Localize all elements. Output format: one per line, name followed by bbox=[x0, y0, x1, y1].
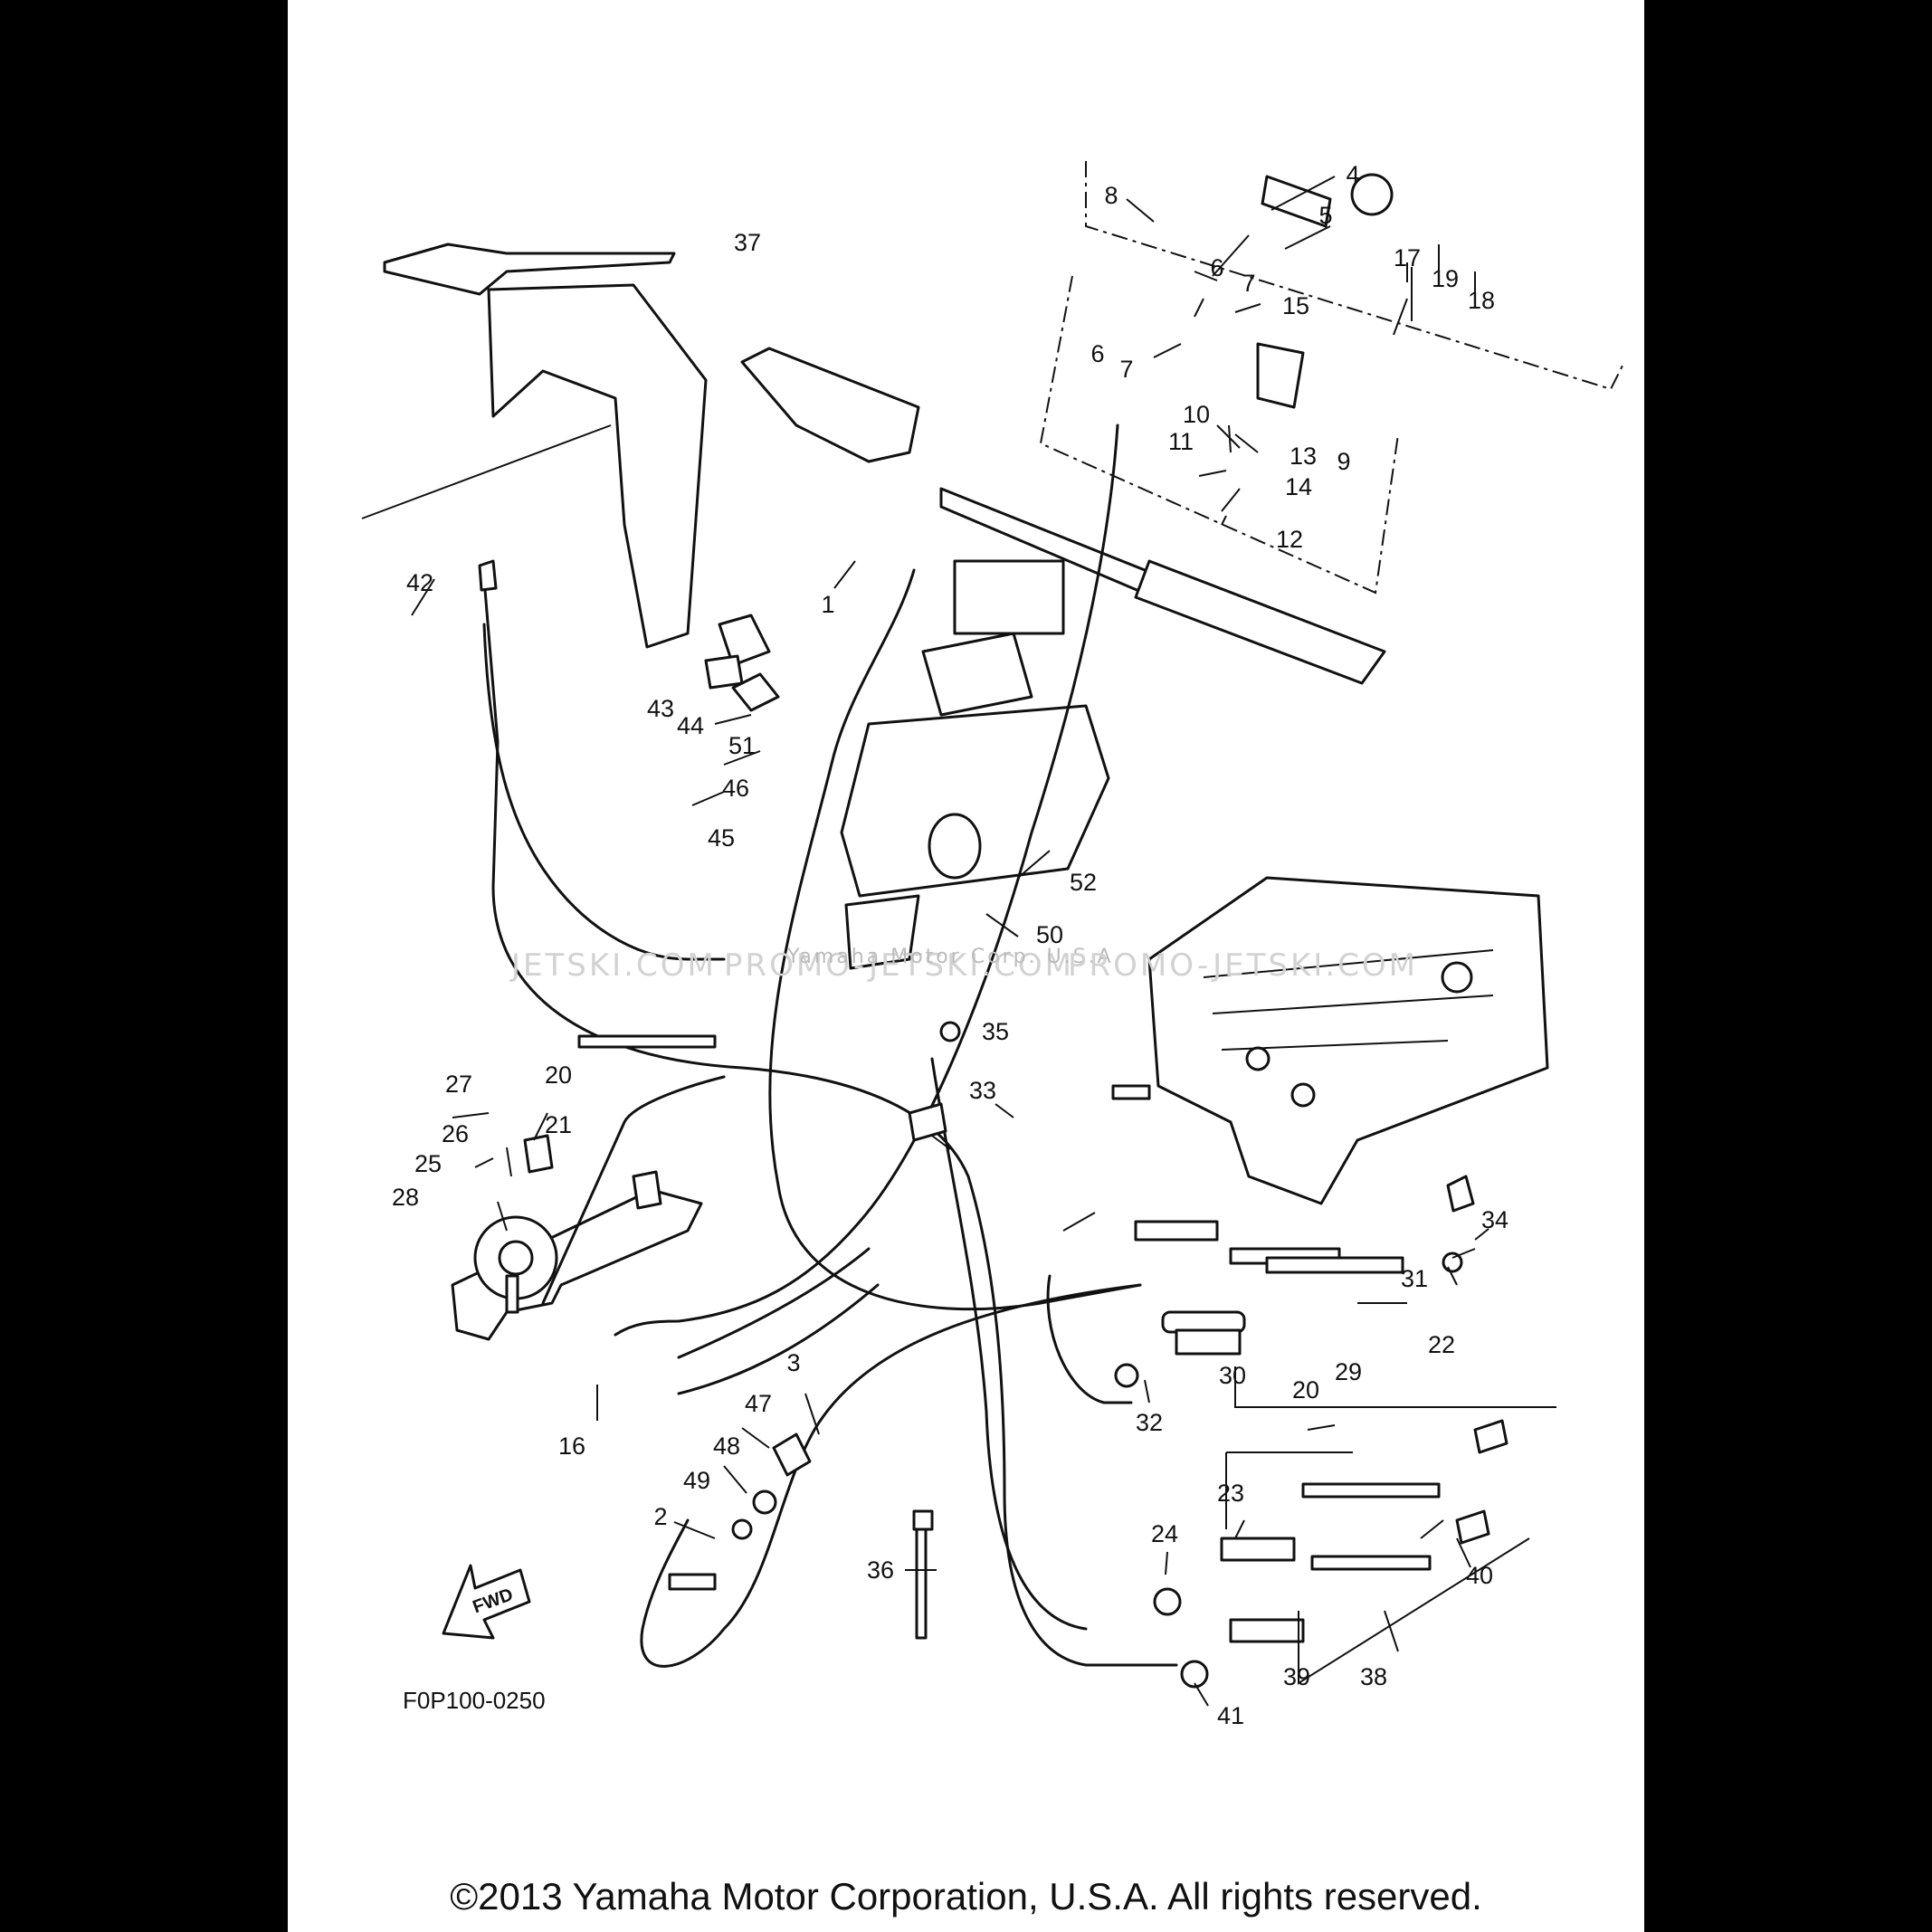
callout-51: 51 bbox=[728, 732, 756, 759]
group-brackets bbox=[361, 161, 1625, 1685]
callout-45: 45 bbox=[708, 824, 735, 852]
watermark-1: JETSKI.COM bbox=[509, 947, 717, 984]
callout-20a: 20 bbox=[545, 1061, 572, 1089]
callout-43: 43 bbox=[647, 695, 674, 722]
fittings bbox=[478, 559, 1508, 1689]
callout-5: 5 bbox=[1318, 202, 1332, 229]
callout-7b: 7 bbox=[1119, 356, 1133, 383]
engine-block bbox=[1147, 876, 1549, 1205]
callout-41: 41 bbox=[1217, 1702, 1244, 1729]
callout-14: 14 bbox=[1285, 473, 1312, 500]
callout-6: 6 bbox=[1210, 254, 1223, 281]
callout-11: 11 bbox=[1168, 428, 1194, 455]
callout-25: 25 bbox=[414, 1150, 442, 1177]
callout-42: 42 bbox=[406, 569, 433, 596]
callout-4: 4 bbox=[1346, 161, 1359, 188]
copyright-notice: ©2013 Yamaha Motor Corporation, U.S.A. A… bbox=[450, 1875, 1482, 1918]
callout-27: 27 bbox=[445, 1071, 472, 1098]
callout-20b: 20 bbox=[1292, 1376, 1319, 1404]
callout-28: 28 bbox=[392, 1184, 419, 1211]
callout-47: 47 bbox=[745, 1390, 772, 1417]
callout-19: 19 bbox=[1432, 265, 1459, 292]
callout-2: 2 bbox=[653, 1503, 667, 1530]
callout-31: 31 bbox=[1401, 1265, 1428, 1292]
callout-37: 37 bbox=[734, 229, 761, 256]
callout-3: 3 bbox=[786, 1349, 800, 1376]
callout-6b: 6 bbox=[1090, 340, 1104, 367]
callout-49: 49 bbox=[683, 1467, 710, 1494]
handlebar-assembly bbox=[740, 173, 1394, 685]
callout-38: 38 bbox=[1360, 1663, 1387, 1690]
callout-32: 32 bbox=[1136, 1409, 1163, 1436]
callout-9: 9 bbox=[1337, 448, 1350, 475]
callout-1: 1 bbox=[821, 591, 834, 618]
callout-17: 17 bbox=[1394, 244, 1421, 271]
callout-48: 48 bbox=[713, 1432, 740, 1460]
callout-35: 35 bbox=[982, 1018, 1009, 1045]
watermark-band: JETSKI.COM PROMO-JETSKI.COM Yamaha Motor… bbox=[509, 946, 1418, 984]
callout-13: 13 bbox=[1290, 443, 1317, 470]
callouts: 1 2 3 4 5 6 7 8 9 10 11 12 13 14 15 16 1… bbox=[392, 161, 1508, 1729]
callout-39: 39 bbox=[1283, 1663, 1310, 1690]
callout-23: 23 bbox=[1217, 1480, 1244, 1507]
steering-column bbox=[840, 632, 1110, 970]
callout-10: 10 bbox=[1183, 401, 1210, 428]
callout-52: 52 bbox=[1070, 869, 1097, 896]
callout-24: 24 bbox=[1151, 1520, 1178, 1547]
callout-22: 22 bbox=[1428, 1331, 1455, 1358]
callout-8: 8 bbox=[1104, 182, 1118, 209]
callout-30: 30 bbox=[1219, 1362, 1246, 1389]
figure-code: F0P100-0250 bbox=[403, 1687, 546, 1714]
callout-18: 18 bbox=[1468, 287, 1495, 314]
callout-33: 33 bbox=[969, 1077, 996, 1104]
throttle-control-base bbox=[451, 1170, 703, 1341]
callout-50: 50 bbox=[1036, 921, 1063, 948]
callout-29: 29 bbox=[1335, 1358, 1362, 1385]
watermark-2: PROMO-JETSKI.COM bbox=[724, 947, 1074, 984]
leader-lines bbox=[411, 176, 1489, 1707]
callout-12: 12 bbox=[1276, 526, 1303, 553]
callout-34: 34 bbox=[1481, 1206, 1508, 1233]
callout-36: 36 bbox=[867, 1556, 894, 1584]
callout-46: 46 bbox=[722, 775, 749, 802]
callout-44: 44 bbox=[677, 712, 704, 739]
fwd-arrow: FWD bbox=[442, 1564, 531, 1640]
callout-15: 15 bbox=[1282, 292, 1309, 319]
shift-lever bbox=[383, 243, 771, 667]
callout-21: 21 bbox=[545, 1111, 572, 1138]
callout-7: 7 bbox=[1242, 270, 1255, 297]
callout-26: 26 bbox=[442, 1120, 469, 1147]
callout-40: 40 bbox=[1466, 1562, 1493, 1589]
callout-16: 16 bbox=[558, 1432, 585, 1460]
watermark-4: PROMO-JETSKI.COM bbox=[1068, 947, 1418, 984]
watermark-3: Yamaha Motor Corp. U.S.A. bbox=[786, 946, 1122, 968]
